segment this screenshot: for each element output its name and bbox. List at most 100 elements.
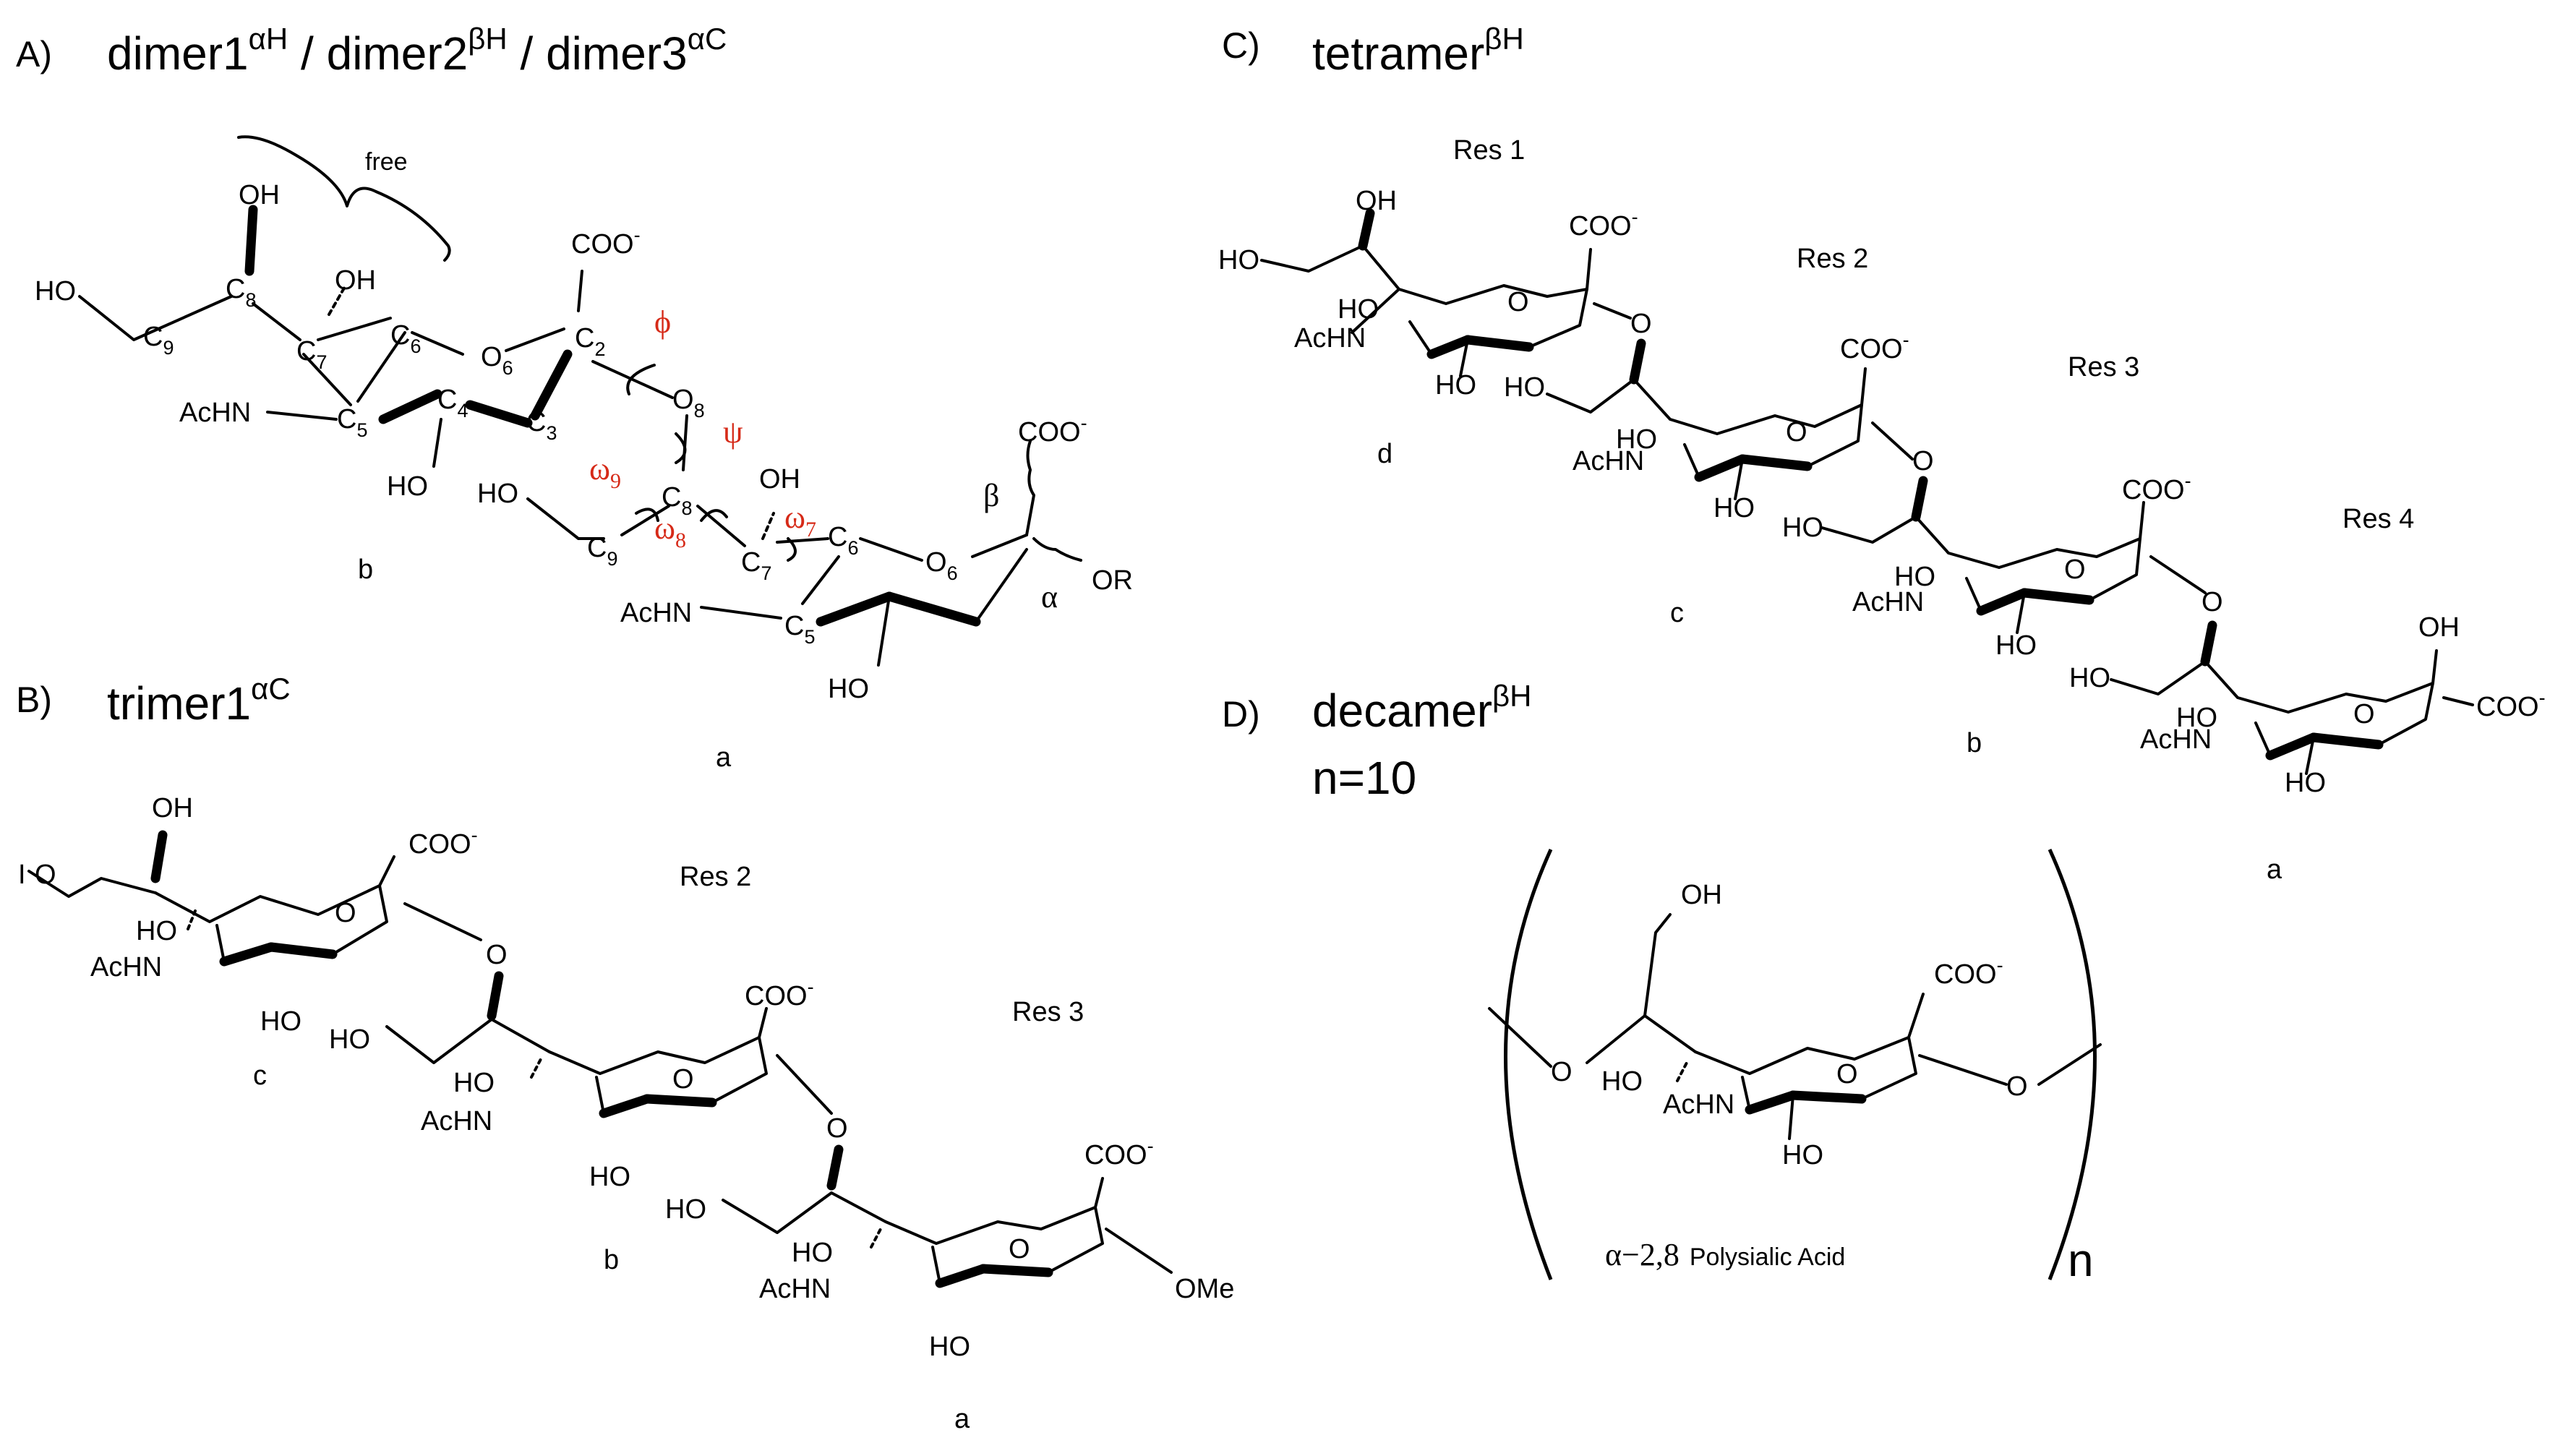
c-d-ho-c7: HO — [1338, 294, 1379, 325]
d-coo: COO- — [1934, 954, 2003, 990]
phi-arrow — [626, 364, 656, 395]
a-a-achn: AcHN — [620, 598, 692, 628]
c-a-oh-bond — [2431, 649, 2438, 685]
c-o-link1: O — [1630, 309, 1652, 339]
a-or: OR — [1092, 565, 1133, 596]
right-paren — [2048, 848, 2097, 1280]
panel-b: B) trimer1αC I O OH COO- O HO AcHN HO c … — [16, 672, 1234, 1434]
a-a-o6: O6 — [925, 547, 958, 584]
b-a-ring-front2 — [978, 1264, 1053, 1277]
panel-d-title: decamerβH — [1312, 679, 1532, 737]
c-a-wedge-link — [2200, 620, 2217, 667]
c-d-oh: OH — [1356, 186, 1397, 216]
wedge-a-c5-c4 — [816, 591, 894, 627]
omega7-label: ω7 — [784, 500, 816, 541]
c-a-c4-oh — [2305, 736, 2315, 775]
panel-a: A) dimer1αH / dimer2βH / dimer3αC free O… — [16, 22, 1133, 773]
a-b-oh-c8: OH — [239, 180, 280, 210]
bond-a-o6-c2 — [971, 534, 1028, 558]
d-ring-o: O — [1836, 1059, 1858, 1089]
c-a-coo-bond — [2442, 696, 2474, 706]
c-res3: Res 3 — [2068, 352, 2139, 382]
b-a-ho-c7: HO — [792, 1238, 833, 1268]
c-d-ring-o: O — [1507, 287, 1529, 317]
c-residue-c: c — [1670, 598, 1684, 628]
b-b-wedge-link — [487, 971, 504, 1021]
free-label: free — [365, 148, 408, 176]
d-coo-bond — [1907, 993, 1925, 1039]
b-residue-c: c — [253, 1061, 267, 1091]
c-a-ring-front1 — [2265, 732, 2319, 761]
c-c-achn: AcHN — [1573, 446, 1644, 476]
c-c-ho-c7: HO — [1616, 424, 1657, 455]
bond-a-c9 — [526, 497, 605, 540]
wedge-c5-c4 — [378, 389, 442, 424]
panel-c-title: tetramerβH — [1312, 22, 1524, 80]
bond-c4-oh — [432, 418, 442, 468]
a-a-c5: C5 — [784, 611, 815, 648]
b-b-achn: AcHN — [421, 1106, 492, 1136]
b-c-coo: COO- — [408, 824, 478, 860]
bond-a-nh-c5 — [700, 606, 782, 620]
a-b-c3: C3 — [526, 407, 557, 444]
b-res2: Res 2 — [680, 862, 751, 892]
b-a-ring-front1 — [935, 1264, 988, 1288]
a-a-ho-c9: HO — [477, 479, 518, 509]
wedge-c4-c3 — [465, 400, 533, 428]
b-b-coo: COO- — [745, 976, 814, 1011]
b-a-coo: COO- — [1084, 1135, 1154, 1170]
b-c-coo-bond — [378, 855, 395, 887]
b-c-wedge-oh — [150, 830, 168, 883]
d-right-o-bond — [1918, 1054, 2008, 1086]
c-d-wedge-oh — [1358, 208, 1375, 251]
b-a-chain — [722, 1191, 887, 1234]
c-d-coo-bond — [1586, 248, 1592, 291]
b-c-o: O — [35, 860, 56, 890]
bond-a-c6-c5 — [801, 555, 840, 605]
d-chain — [1586, 1014, 1697, 1064]
bond-o6-c2 — [505, 327, 565, 352]
panel-c-letter: C) — [1222, 25, 1260, 66]
c-res1: Res 1 — [1453, 135, 1525, 166]
c-d-ho-c4: HO — [1435, 370, 1476, 401]
bond-a-c2-or-wavy — [1032, 537, 1082, 562]
a-b-o6: O6 — [481, 342, 513, 379]
panel-d-n: n=10 — [1312, 752, 1416, 804]
bond-c6-c5 — [356, 331, 406, 403]
a-b-oh-c7: OH — [335, 265, 376, 296]
c-c-coo: COO- — [1840, 329, 1909, 364]
a-b-ho-c9: HO — [35, 276, 76, 307]
bond-c2-o8 — [591, 360, 674, 399]
panel-b-title: trimer1αC — [107, 672, 291, 729]
c-b-ring-front2 — [2019, 588, 2095, 605]
d-achn: AcHN — [1663, 1089, 1734, 1120]
c-b-ho-c7: HO — [1894, 562, 1935, 592]
c-b-ring-front1 — [1976, 588, 2029, 616]
omega9-label: ω9 — [589, 451, 621, 493]
bond-c6-o6 — [411, 331, 464, 356]
b-c-ho-cut: I — [18, 860, 26, 890]
bond-a-c2-coo-wavy — [1025, 440, 1035, 536]
c-residue-a: a — [2267, 855, 2282, 885]
left-paren — [1504, 848, 1553, 1280]
c-d-ring-front2 — [1463, 335, 1534, 352]
wedge-a-c4-c3 — [884, 591, 981, 627]
c-a-coo: COO- — [2476, 687, 2546, 722]
a-b-c6: C6 — [390, 320, 421, 357]
b-c-ho-c7: HO — [136, 916, 177, 946]
b-c-ring-front1 — [219, 942, 276, 967]
a-residue-a: a — [716, 742, 732, 773]
bond-c8-c7 — [252, 302, 301, 341]
c-b-glyco — [2149, 555, 2207, 594]
omega8-label: ω8 — [654, 510, 686, 552]
b-b-ring-front2 — [642, 1094, 717, 1108]
b-b-glyco — [776, 1054, 833, 1115]
b-a-achn: AcHN — [759, 1274, 831, 1304]
bond-c2-coo — [577, 270, 583, 312]
c-o-link2: O — [1912, 446, 1934, 476]
b-residue-b: b — [604, 1245, 619, 1275]
c-a-ring-front2 — [2309, 732, 2384, 750]
d-hash — [1676, 1061, 1688, 1082]
a-b-coo: COO- — [571, 224, 641, 260]
